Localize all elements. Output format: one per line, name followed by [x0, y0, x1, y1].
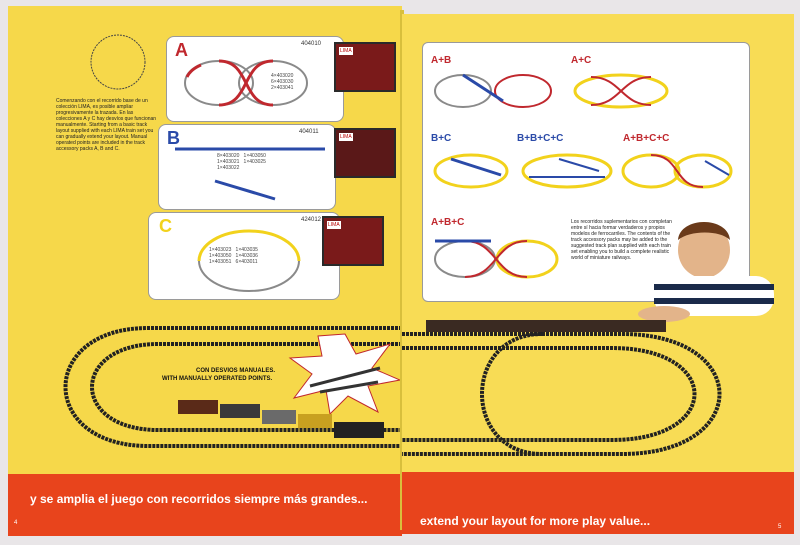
left-page: Comenzando con el recorrido base de un c… — [8, 6, 402, 536]
combo-a-b-c-track — [434, 239, 559, 279]
left-page-number: 4 — [14, 520, 18, 526]
combo-a-b-track — [434, 73, 552, 108]
set-b-parts: 8×403020 1×403050 1×403021 1×403025 1×40… — [217, 153, 266, 171]
set-a-parts: 4×403020 6×403030 2×403041 — [271, 73, 294, 91]
intro-text: Comenzando con el recorrido base de un c… — [56, 98, 157, 152]
sample-track-circle — [90, 34, 146, 90]
set-a-track — [184, 59, 308, 107]
set-c-panel: C 424012 1×403023 1×403035 1×403050 1×40… — [148, 212, 340, 300]
right-banner-text: extend your layout for more play value..… — [420, 514, 651, 528]
right-page: A+B A+C B+C B+B+C+C A+B+C+C — [402, 14, 794, 534]
set-b-box: LIMA — [334, 128, 396, 178]
set-c-code: 424012 — [301, 217, 322, 223]
points-label-es: CON DESVIOS MANUALES. — [196, 368, 276, 374]
left-track-layout — [63, 326, 402, 448]
set-a-code: 404010 — [301, 41, 322, 47]
combo-b-c: B+C — [431, 133, 452, 144]
set-a-letter: A — [175, 40, 188, 60]
combo-a-c: A+C — [571, 55, 592, 66]
right-page-number: 5 — [778, 524, 782, 530]
combo-a-b-c-c-track — [621, 153, 733, 189]
accessory-text: Los recorridos suplementarios con comple… — [571, 219, 672, 261]
combo-a-c-track — [573, 73, 669, 109]
combo-a-b-c-c: A+B+C+C — [623, 133, 670, 144]
lima-logo: LIMA — [327, 221, 341, 229]
set-b-track — [175, 147, 325, 201]
set-b-panel: B 404011 8×403020 1×403050 1×403021 1×40… — [158, 124, 336, 210]
set-c-track — [197, 229, 301, 292]
set-b-letter: B — [167, 128, 180, 148]
left-banner: y se amplia el juego con recorridos siem… — [8, 474, 402, 536]
combo-a-b: A+B — [431, 55, 452, 66]
lima-logo: LIMA — [339, 133, 353, 141]
right-track-layout — [402, 320, 722, 456]
set-b-code: 404011 — [299, 129, 319, 135]
set-a-panel: A 404010 4×403020 6×403030 2×403041 — [166, 36, 344, 122]
set-c-letter: C — [159, 216, 172, 236]
train-on-track — [178, 400, 384, 438]
right-banner: extend your layout for more play value..… — [402, 472, 794, 534]
combo-b-b-c-c: B+B+C+C — [517, 133, 564, 144]
combo-b-b-c-c-track — [521, 153, 613, 189]
set-c-box: LIMA — [322, 216, 384, 266]
points-label-en: WITH MANUALLY OPERATED POINTS. — [162, 376, 273, 382]
combo-a-b-c: A+B+C — [431, 217, 465, 228]
set-c-parts: 1×403023 1×403035 1×403050 1×403036 1×40… — [209, 247, 258, 265]
combo-b-c-track — [433, 153, 509, 189]
left-banner-text: y se amplia el juego con recorridos siem… — [30, 492, 368, 506]
set-a-box: LIMA — [334, 42, 396, 92]
manual-point-starburst — [288, 333, 402, 416]
boy-photo — [638, 222, 774, 322]
lima-logo: LIMA — [339, 47, 353, 55]
